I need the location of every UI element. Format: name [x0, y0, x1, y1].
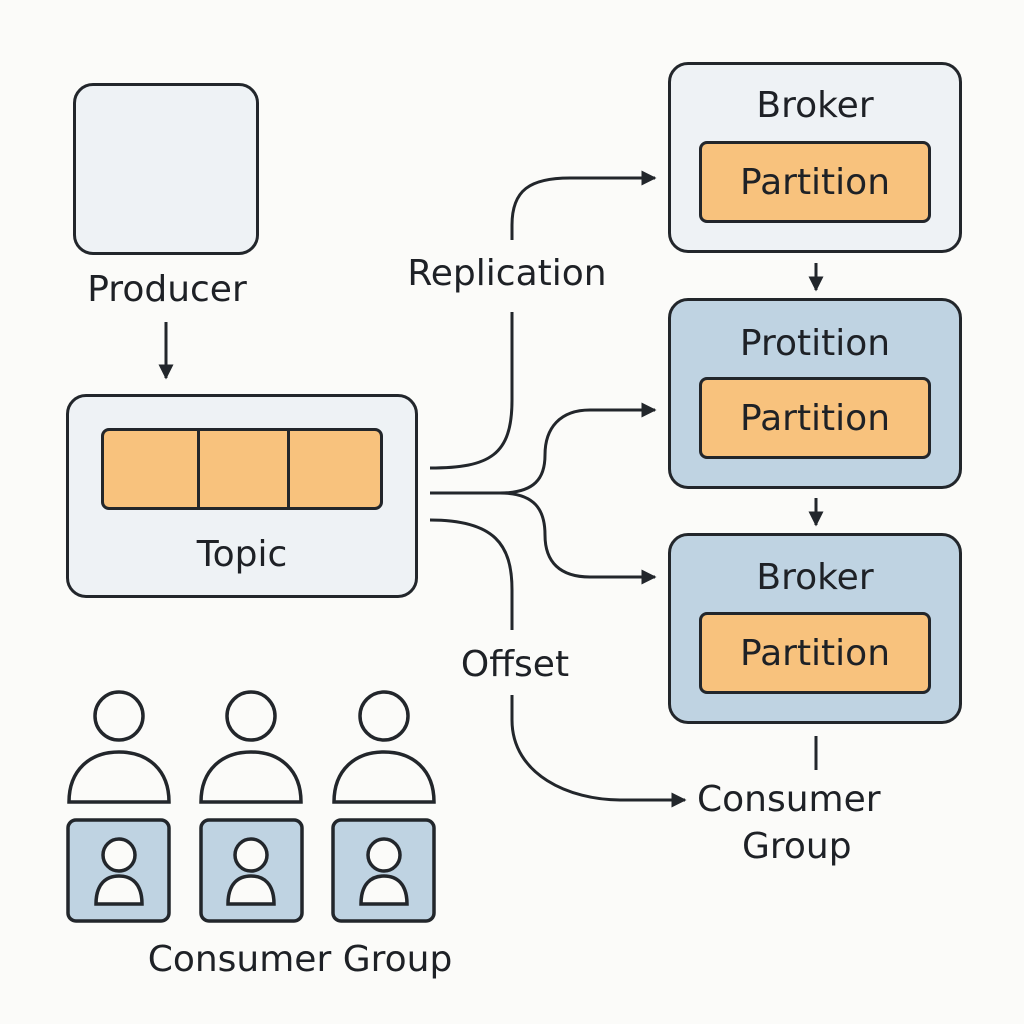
- topic-segment-3: [287, 428, 383, 510]
- broker-3-title: Broker: [756, 557, 874, 598]
- replication-label: Replication: [403, 256, 611, 292]
- consumer-card-2: [199, 818, 304, 923]
- topic-label: Topic: [196, 534, 288, 575]
- replication-arrow: [429, 312, 514, 470]
- consumer-group-target-line-2: Group: [742, 826, 852, 867]
- consumer-card-1: [66, 818, 171, 923]
- producer-label: Producer: [87, 269, 247, 310]
- offset-label: Offset: [456, 647, 574, 683]
- topic-segment-2: [197, 428, 291, 510]
- topic-to-broker-2-arrow: [430, 402, 657, 495]
- consumer-group-target-line-1: Consumer: [697, 779, 881, 820]
- broker-2-partition-label: Partition: [739, 398, 891, 439]
- broker-2-title: Protition: [739, 323, 891, 364]
- broker-3-partition-label: Partition: [739, 633, 891, 674]
- broker-2-partition: [699, 377, 931, 459]
- broker-1-partition: [699, 141, 931, 223]
- broker-3-partition: [699, 612, 931, 694]
- topic-segment-1: [101, 428, 201, 510]
- consumer-group-label: Consumer Group: [147, 939, 453, 980]
- broker-1-title: Broker: [756, 85, 874, 126]
- offset-arrow: [429, 518, 514, 630]
- consumer-card-3: [331, 818, 436, 923]
- topic-to-broker-3-arrow: [499, 491, 657, 585]
- consumer-person-icon-1: [67, 690, 171, 804]
- consumer-person-icon-3: [332, 690, 436, 804]
- consumer-person-icon-2: [199, 690, 303, 804]
- producer-box: [73, 83, 259, 255]
- broker-1-partition-label: Partition: [739, 162, 891, 203]
